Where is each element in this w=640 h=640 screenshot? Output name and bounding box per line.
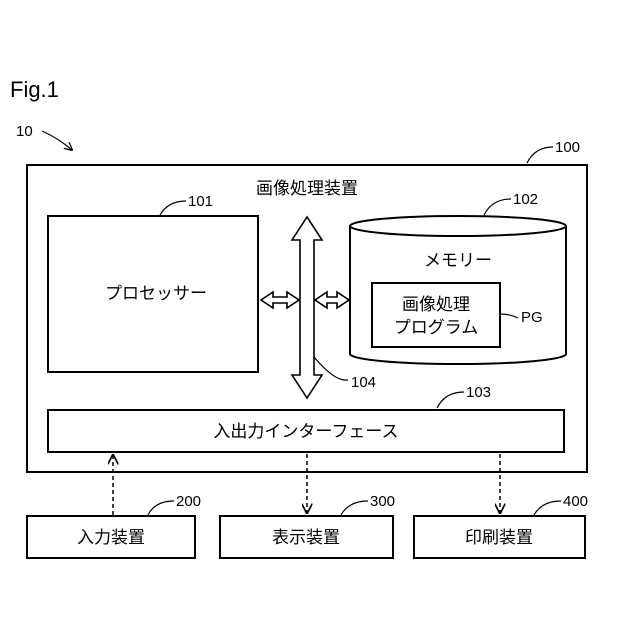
memory-label: メモリー xyxy=(424,251,492,271)
memory-cylinder-top xyxy=(350,216,566,236)
display-device-ref-label: 300 xyxy=(370,493,395,510)
input-device-ref-label: 200 xyxy=(176,493,201,510)
processor-ref-label: 101 xyxy=(188,193,213,210)
memory-ref-label: 102 xyxy=(513,191,538,208)
display-device-label: 表示装置 xyxy=(272,528,340,548)
display-device-ref-leader xyxy=(341,501,368,515)
print-device-ref-label: 400 xyxy=(563,493,588,510)
figure-label: Fig.1 xyxy=(10,77,59,102)
io-interface-label: 入出力インターフェース xyxy=(213,422,398,442)
print-device-ref-leader xyxy=(534,501,561,515)
system-ref-arrow xyxy=(42,131,72,150)
processor-label: プロセッサー xyxy=(105,284,207,304)
input-device-ref-leader xyxy=(148,501,174,515)
system-ref-label: 10 xyxy=(16,123,33,140)
device-title: 画像処理装置 xyxy=(256,179,358,199)
program-label-line2: プログラム xyxy=(394,318,479,338)
print-device-label: 印刷装置 xyxy=(465,528,533,548)
device-ref-leader xyxy=(527,147,553,163)
device-ref-label: 100 xyxy=(555,139,580,156)
input-device-label: 入力装置 xyxy=(77,528,145,548)
program-label-line1: 画像処理 xyxy=(402,295,470,315)
program-ref-label: PG xyxy=(521,309,543,326)
bus-ref-label: 104 xyxy=(351,374,376,391)
io-interface-ref-label: 103 xyxy=(466,384,491,401)
